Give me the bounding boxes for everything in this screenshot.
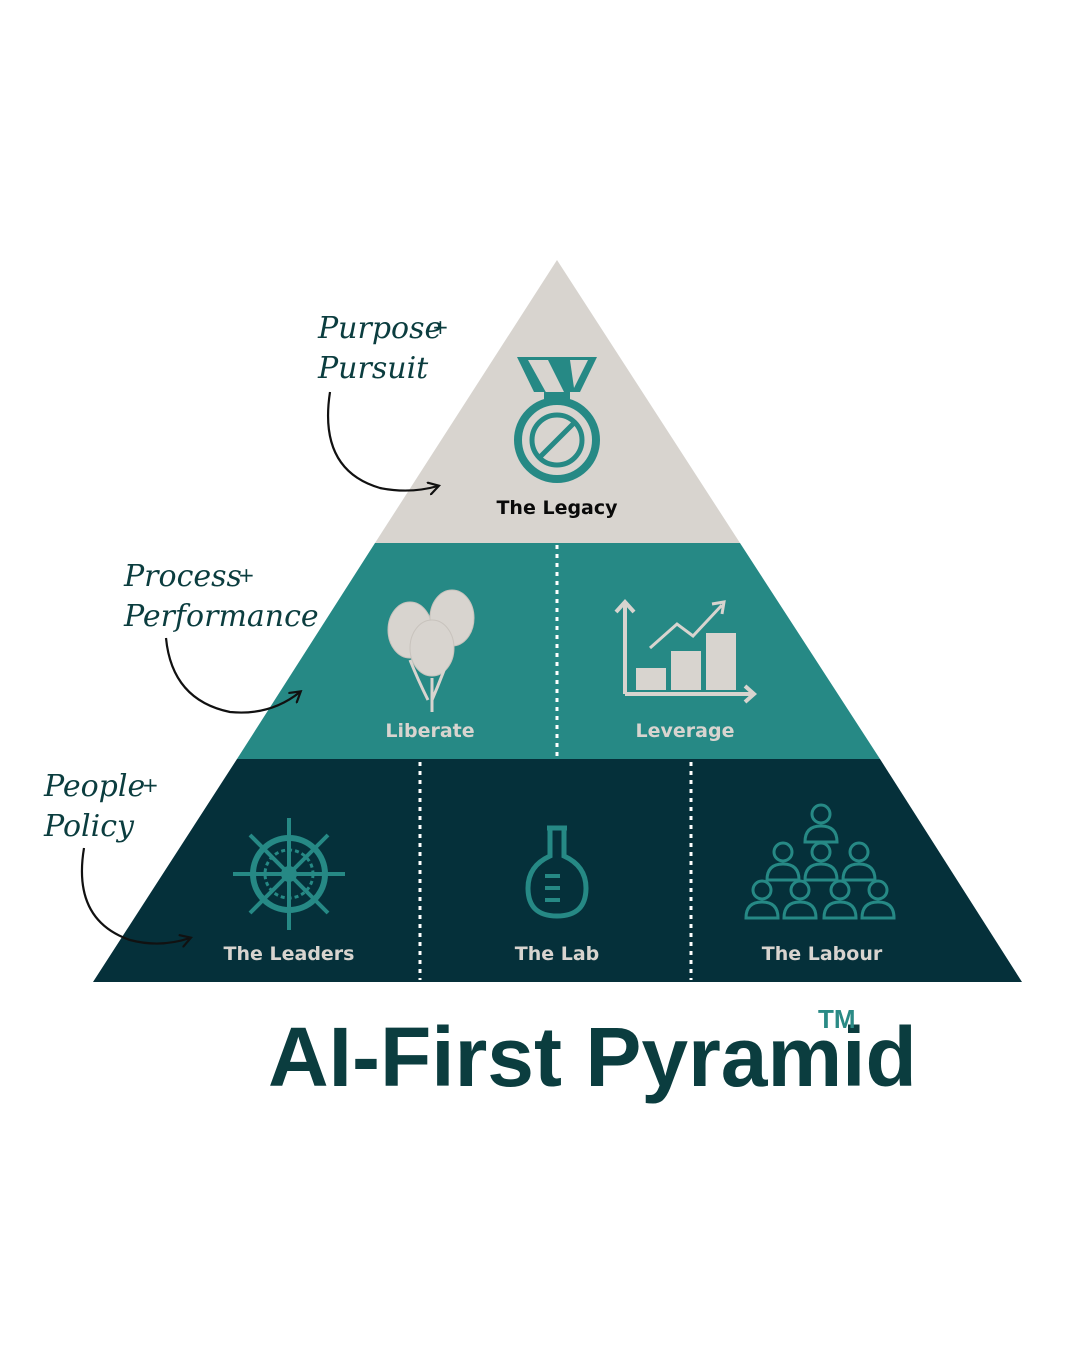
label-the-labour: The Labour [762,943,883,965]
trademark: TM [818,1004,856,1034]
annotation-process-plus: + [238,563,255,587]
annotation-people-line2: Policy [43,809,135,844]
arrow-people [80,847,190,944]
label-the-lab: The Lab [515,943,600,965]
label-liberate: Liberate [385,720,474,742]
annotation-process-line1: Process [123,559,242,594]
arrow-process [164,637,300,714]
annotation-purpose-line1: Purpose [317,311,442,346]
page-title: AI-First Pyramid [268,1010,917,1104]
annotation-purpose-plus: + [432,315,449,339]
tier-bottom [93,759,1022,982]
flask-icon [525,825,589,919]
annotation-people: People + Policy [43,769,190,944]
label-the-leaders: The Leaders [224,943,355,965]
label-leverage: Leverage [636,720,735,742]
people-pyramid-icon [744,803,896,920]
annotation-purpose: Purpose + Pursuit [317,311,449,491]
annotation-people-plus: + [142,773,159,797]
arrow-purpose [326,391,438,491]
tier-middle [237,543,880,759]
balloons-icon [387,589,475,712]
annotation-process: Process + Performance [123,559,319,714]
ship-wheel-icon [233,818,345,930]
growth-chart-icon [614,599,758,704]
annotation-process-line2: Performance [123,599,319,634]
medal-icon [514,357,600,483]
label-the-legacy: The Legacy [496,497,618,519]
annotation-purpose-line2: Pursuit [317,351,429,386]
annotation-people-line1: People [43,769,145,804]
